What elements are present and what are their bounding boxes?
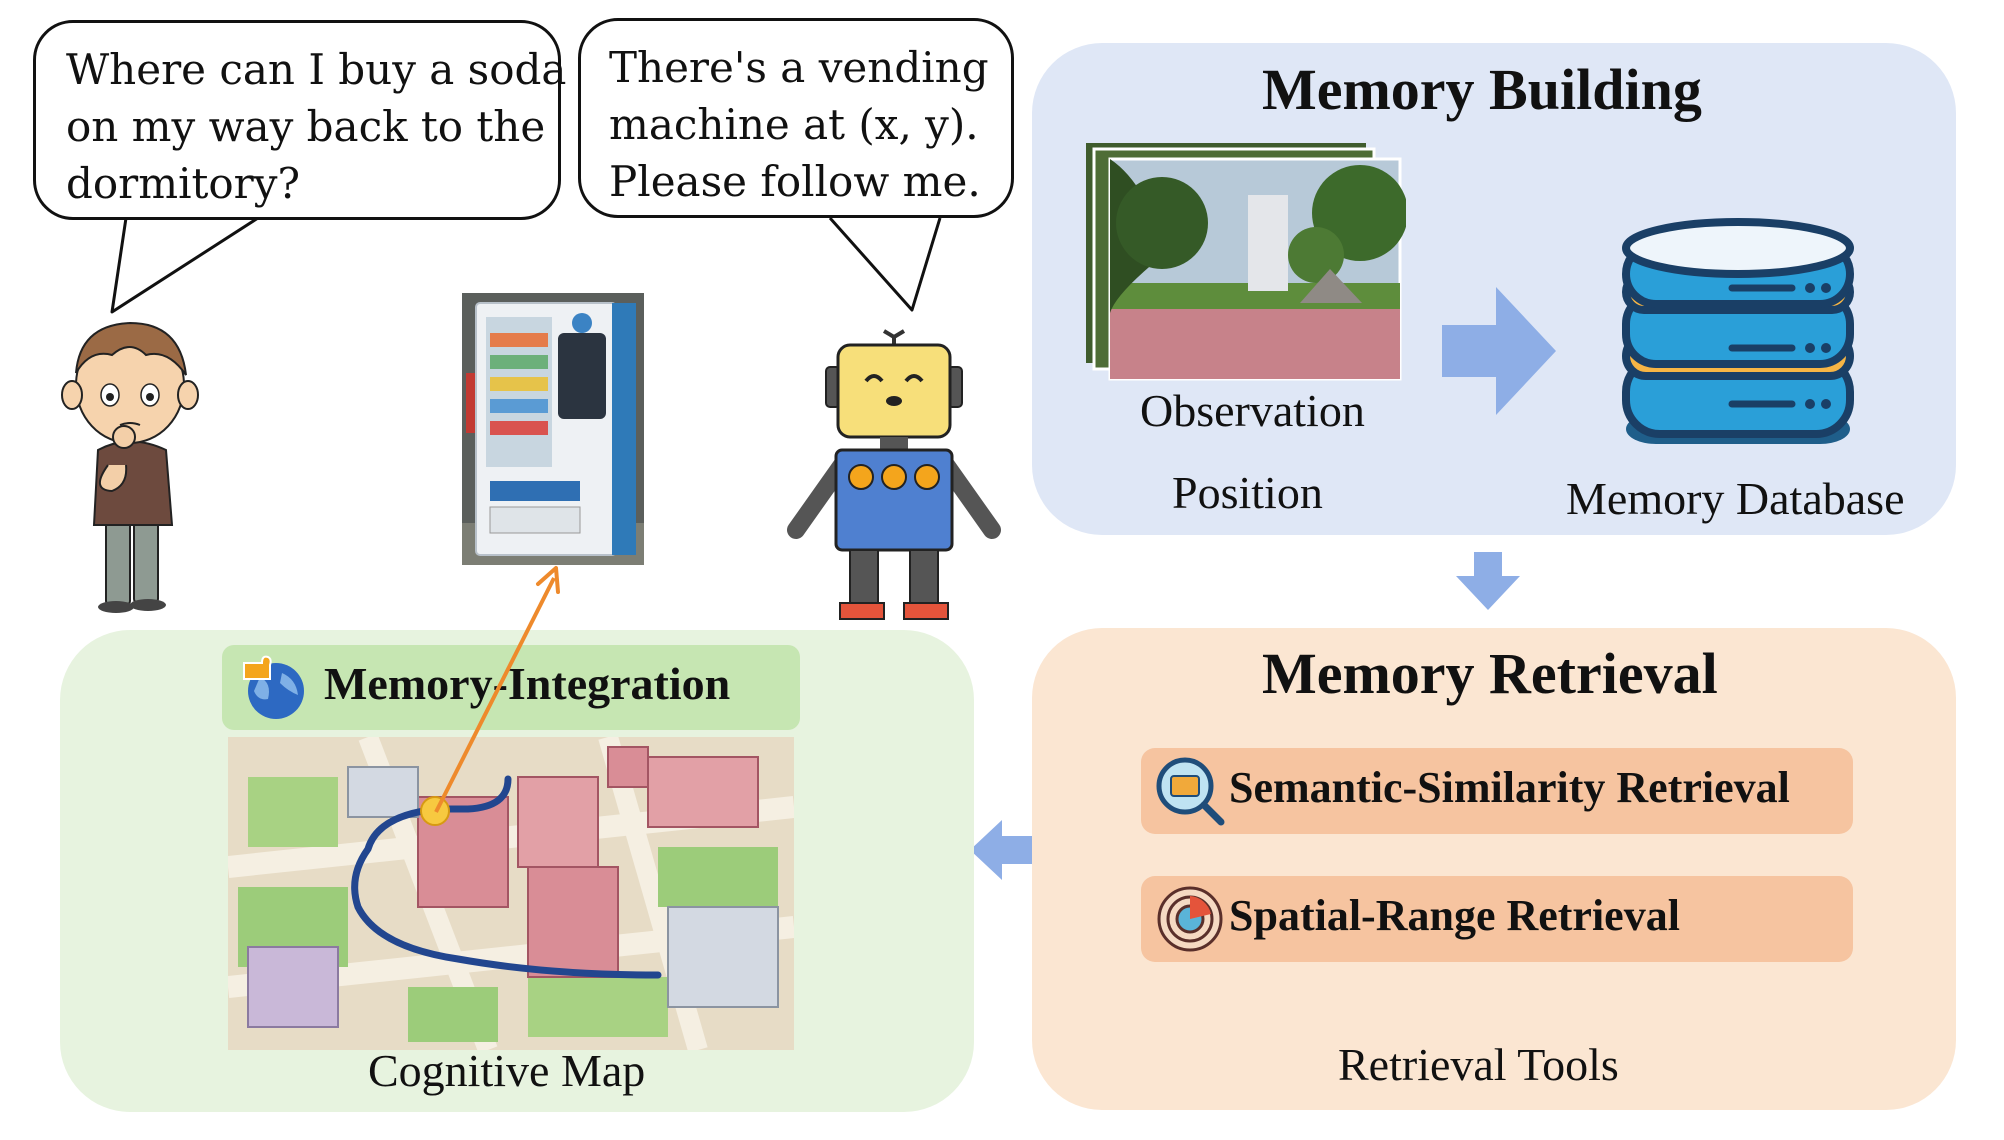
user-bubble-line-2: on my way back to the — [66, 102, 546, 151]
arrow-down-icon — [1456, 552, 1520, 610]
robot-assistant-illustration — [787, 329, 1001, 620]
database-icon — [1622, 218, 1854, 444]
memory-retrieval-panel — [1032, 628, 1956, 1110]
arrow-left-icon — [970, 820, 1032, 880]
cognitive-map-label: Cognitive Map — [368, 1045, 646, 1096]
observation-label: Observation — [1140, 385, 1365, 436]
retrieval-tools-label: Retrieval Tools — [1338, 1039, 1619, 1090]
magnifier-folder-icon — [1156, 757, 1225, 826]
memory-database-label: Memory Database — [1566, 473, 1905, 524]
robot-bubble-line-1: There's a vending — [609, 43, 989, 92]
robot-bubble-line-3: Please follow me. — [609, 157, 981, 206]
spatial-range-retrieval-tool: Spatial-Range Retrieval — [1141, 876, 1853, 962]
spatial-range-retrieval-label: Spatial-Range Retrieval — [1229, 891, 1680, 940]
memory-integration-title: Memory-Integration — [324, 658, 731, 709]
memory-building-title: Memory Building — [1262, 57, 1702, 122]
semantic-similarity-retrieval-tool: Semantic-Similarity Retrieval — [1141, 748, 1853, 834]
vending-machine-photo — [462, 293, 644, 565]
cognitive-map-illustration — [228, 737, 794, 1050]
user-bubble-line-1: Where can I buy a soda — [66, 45, 567, 94]
memory-retrieval-title: Memory Retrieval — [1262, 641, 1718, 706]
user-bubble-line-3: dormitory? — [66, 159, 300, 208]
arrow-right-icon — [1442, 287, 1556, 415]
robot-speech-bubble: There's a vending machine at (x, y). Ple… — [578, 18, 1014, 218]
position-label: Position — [1172, 467, 1323, 518]
robot-bubble-line-2: machine at (x, y). — [609, 100, 979, 149]
observation-photo-stack — [1086, 143, 1406, 381]
boy-character-illustration — [61, 321, 199, 613]
user-speech-bubble: Where can I buy a soda on my way back to… — [33, 20, 567, 220]
semantic-similarity-retrieval-label: Semantic-Similarity Retrieval — [1229, 763, 1790, 812]
puzzle-globe-icon — [243, 655, 304, 719]
radar-icon — [1157, 886, 1223, 952]
